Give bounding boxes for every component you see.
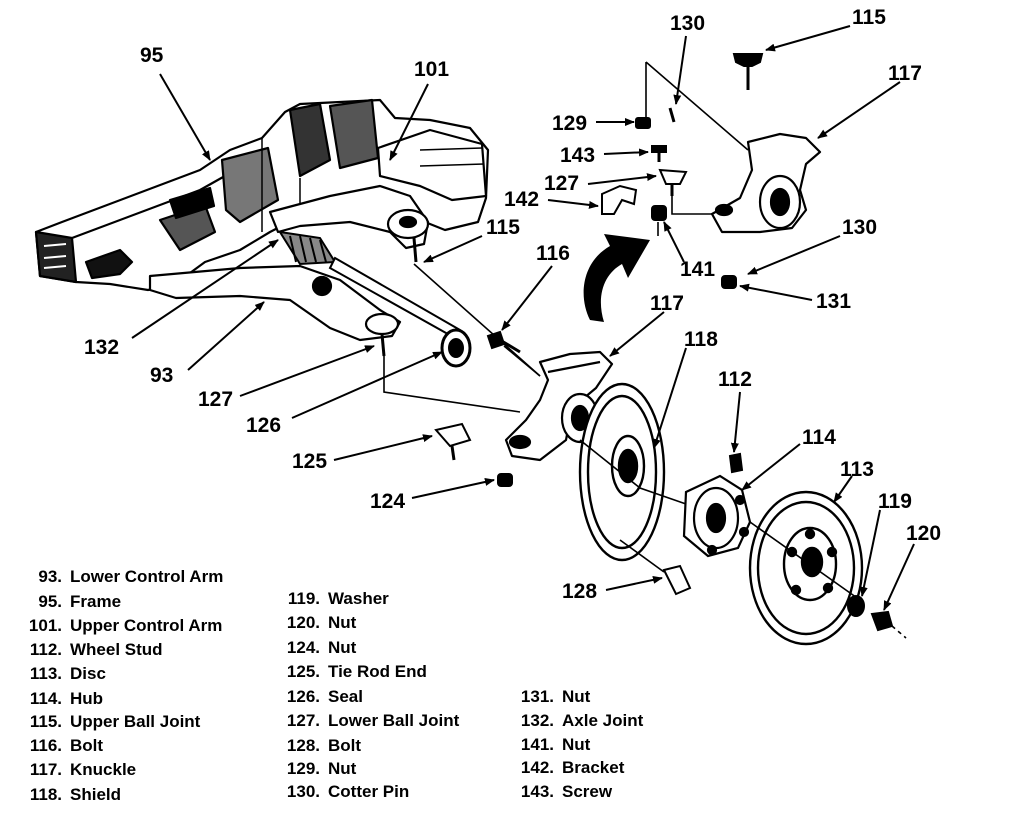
legend-item-95: 95.Frame (38, 592, 122, 611)
legend-item-125: 125.Tie Rod End (286, 662, 427, 681)
legend-item-128: 128.Bolt (286, 736, 362, 755)
disc-part (748, 490, 864, 646)
callout-124: 124 (370, 490, 405, 513)
callout-117-mid: 117 (650, 292, 684, 315)
leader-arrows (131, 25, 915, 611)
callout-131: 131 (816, 290, 851, 313)
callout-132: 132 (84, 336, 119, 359)
frame-part (34, 98, 490, 292)
callout-118: 118 (684, 328, 718, 351)
callout-130-top: 130 (670, 12, 705, 35)
legend-item-119: 119.Washer (287, 589, 389, 608)
callout-119: 119 (878, 490, 912, 513)
callout-113: 113 (840, 458, 874, 481)
callout-93: 93 (150, 364, 173, 387)
legend-item-113: 113.Disc (29, 664, 106, 683)
small-parts (434, 53, 894, 632)
callout-125: 125 (292, 450, 327, 473)
legend-item-118: 118.Shield (29, 785, 122, 804)
legend-item-116: 116.Bolt (29, 736, 104, 755)
callout-120: 120 (906, 522, 941, 545)
callout-127-top: 127 (544, 172, 579, 195)
legend-item-129: 129.Nut (286, 759, 357, 778)
legend-item-130: 130.Cotter Pin (286, 782, 410, 801)
callout-141: 141 (680, 258, 715, 281)
callout-101: 101 (414, 58, 449, 81)
callout-112: 112 (718, 368, 752, 391)
legend-item-124: 124.Nut (286, 638, 357, 657)
knuckle-upper-part (710, 132, 822, 234)
callout-115-mid: 115 (486, 216, 520, 239)
legend-item-115: 115.Upper Ball Joint (29, 712, 201, 731)
callout-143: 143 (560, 144, 595, 167)
hub-part (682, 474, 752, 558)
legend-item-117: 117.Knuckle (29, 760, 137, 779)
legend-item-114: 114.Hub (29, 689, 104, 708)
assembly-guide-lines (383, 61, 907, 639)
callout-128: 128 (562, 580, 597, 603)
callout-129: 129 (552, 112, 587, 135)
callout-142: 142 (504, 188, 539, 211)
legend-item-93: 93.Lower Control Arm (38, 567, 224, 586)
legend-item-101: 101.Upper Control Arm (28, 616, 223, 635)
callout-130-right: 130 (842, 216, 877, 239)
legend-item-143: 143.Screw (520, 782, 613, 801)
legend-item-131: 131.Nut (520, 687, 591, 706)
axle-joint-part (278, 230, 462, 340)
legend-item-120: 120.Nut (286, 613, 357, 632)
callout-115-top: 115 (852, 6, 886, 29)
upper-control-arm-part (268, 184, 430, 263)
legend-item-142: 142.Bracket (520, 758, 625, 777)
legend-item-127: 127.Lower Ball Joint (286, 711, 460, 730)
callout-114: 114 (802, 426, 836, 449)
legend-item-112: 112.Wheel Stud (29, 640, 163, 659)
legend-item-126: 126.Seal (286, 687, 363, 706)
legend-item-141: 141.Nut (520, 735, 591, 754)
legend-item-132: 132.Axle Joint (520, 711, 644, 730)
callout-127-left: 127 (198, 388, 233, 411)
callout-116: 116 (536, 242, 570, 265)
direction-arrow-icon (583, 234, 650, 322)
callout-126: 126 (246, 414, 281, 437)
callout-95: 95 (140, 44, 164, 67)
shield-part (578, 382, 666, 562)
callout-117-top: 117 (888, 62, 922, 85)
callout-labels: 95 101 130 115 117 129 143 127 142 115 1… (84, 6, 941, 603)
